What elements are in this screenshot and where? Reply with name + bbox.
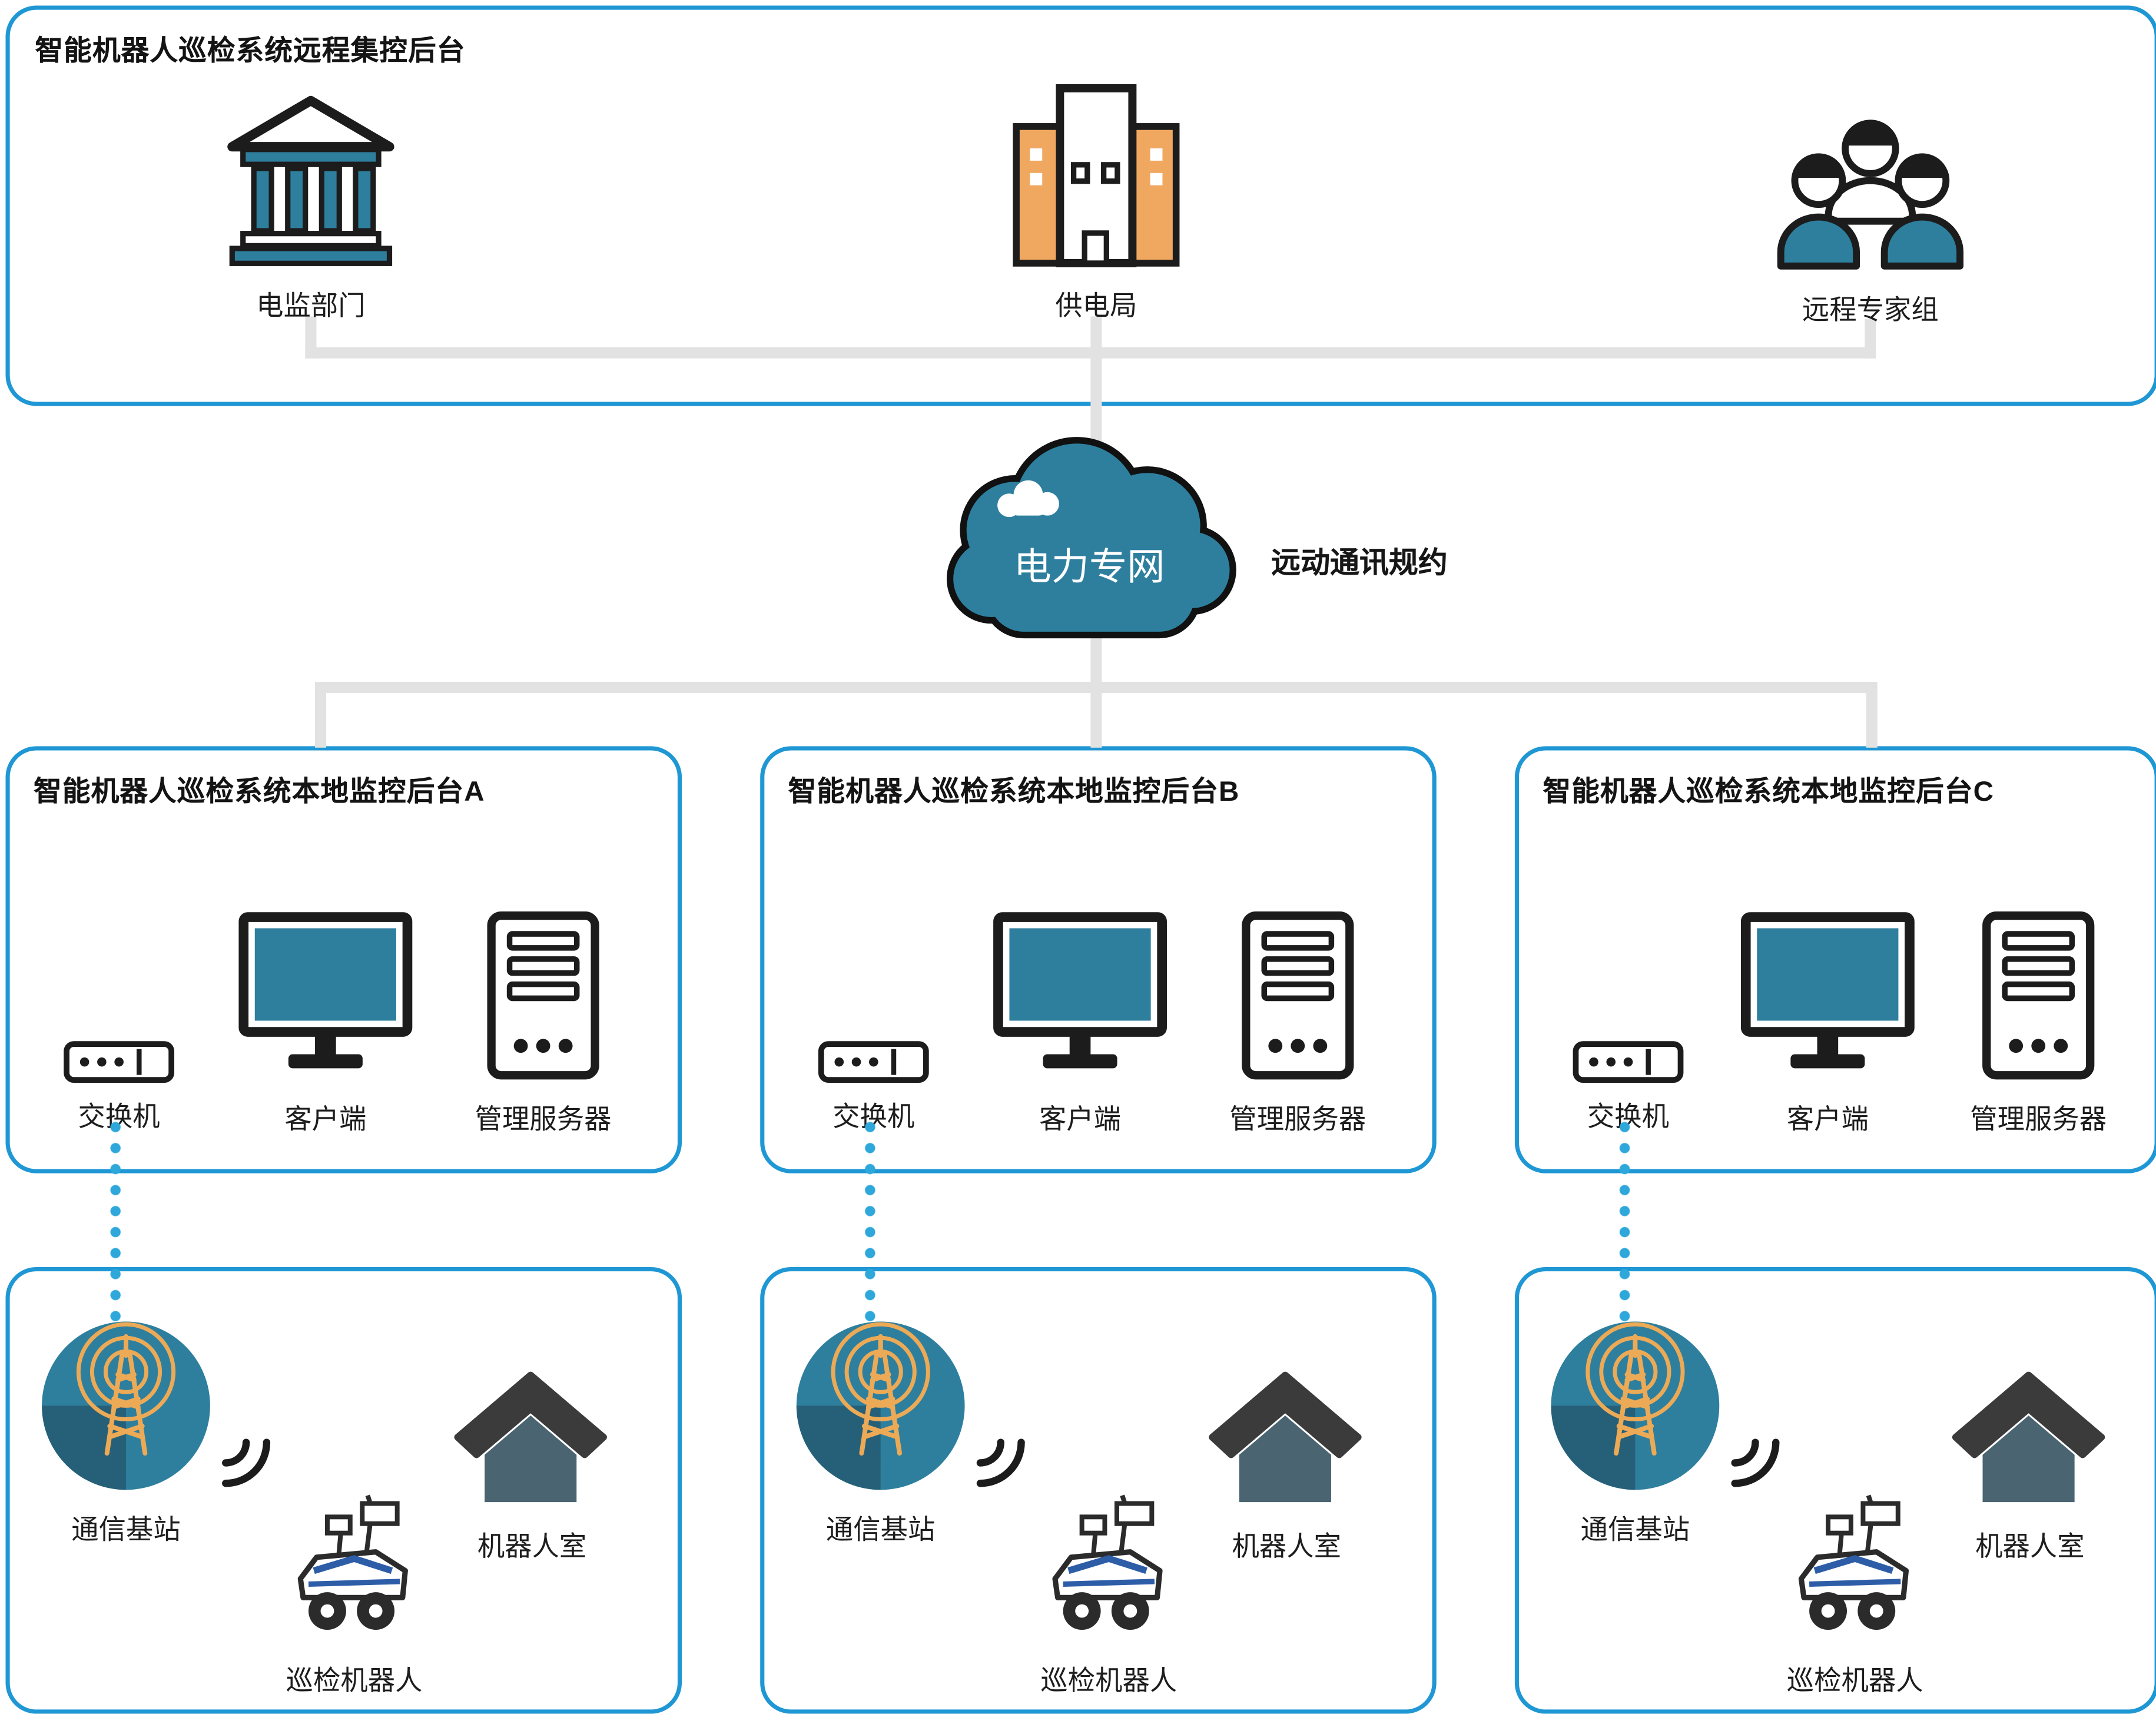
connector-bottom-bus: [315, 682, 1878, 694]
switch-icon: [1572, 1040, 1684, 1084]
protocol-label: 远动通讯规约: [1271, 547, 1448, 580]
field-site-panel-c: 通信基站 巡检机器人 机器人室: [1514, 1267, 2156, 1714]
power-bureau-building-icon: [1011, 80, 1182, 272]
power-bureau-label: 供电局: [1055, 291, 1137, 322]
inspection-robot-icon: [287, 1493, 421, 1638]
base-station-icon: [792, 1318, 969, 1494]
local-backend-panel-c: 智能机器人巡检系统本地监控后台C 交换机 客户端 管理服务器: [1514, 746, 2156, 1173]
local-backend-title: 智能机器人巡检系统本地监控后台C: [1543, 777, 1995, 808]
local-backend-panel-a: 智能机器人巡检系统本地监控后台A 交换机 客户端 管理服务器: [5, 746, 682, 1173]
base-station-icon: [1547, 1318, 1724, 1494]
expert-group-icon: [1772, 104, 1968, 274]
local-backend-panel-b: 智能机器人巡检系统本地监控后台B 交换机 客户端 管理服务器: [760, 746, 1437, 1173]
bank-icon: [224, 92, 397, 271]
base-station-label: 通信基站: [825, 1514, 936, 1546]
server-label: 管理服务器: [1229, 1105, 1366, 1136]
remote-backend-title: 智能机器人巡检系统远程集控后台: [35, 36, 466, 68]
regulator-label: 电监部门: [256, 291, 366, 322]
robot-label: 巡检机器人: [1786, 1666, 1923, 1698]
wifi-signal-icon: [220, 1437, 284, 1501]
client-monitor-icon: [1740, 911, 1915, 1077]
wireless-link-a: [109, 1120, 122, 1328]
robot-room-icon: [452, 1370, 609, 1506]
robot-label: 巡检机器人: [286, 1666, 423, 1698]
connector-drop-backend-a: [315, 686, 327, 748]
server-label: 管理服务器: [475, 1105, 612, 1136]
robot-room-label: 机器人室: [1975, 1531, 2085, 1563]
local-backend-title: 智能机器人巡检系统本地监控后台B: [788, 777, 1240, 808]
robot-room-label: 机器人室: [1232, 1531, 1342, 1563]
client-monitor-icon: [238, 911, 413, 1077]
switch-icon: [63, 1040, 175, 1084]
wifi-signal-icon: [974, 1437, 1039, 1501]
field-site-panel-b: 通信基站 巡检机器人 机器人室: [760, 1267, 1437, 1714]
client-label: 客户端: [1786, 1105, 1869, 1136]
connector-drop-backend-c: [1866, 686, 1878, 748]
expert-group-label: 远程专家组: [1802, 295, 1939, 327]
client-label: 客户端: [284, 1105, 367, 1136]
local-backend-title: 智能机器人巡检系统本地监控后台A: [34, 777, 485, 808]
connector-top-bus: [305, 347, 1876, 359]
management-server-icon: [486, 910, 601, 1081]
inspection-robot-icon: [1041, 1493, 1176, 1638]
switch-icon: [818, 1040, 930, 1084]
inspection-robot-icon: [1788, 1493, 1922, 1638]
client-label: 客户端: [1039, 1105, 1122, 1136]
connector-bureau-to-cloud: [1090, 316, 1102, 446]
base-station-label: 通信基站: [71, 1514, 181, 1546]
base-station-label: 通信基站: [1580, 1514, 1690, 1546]
cloud-label: 电力专网: [1013, 546, 1165, 588]
management-server-icon: [1981, 910, 2096, 1081]
wireless-link-c: [1618, 1120, 1631, 1328]
robot-room-icon: [1950, 1370, 2107, 1506]
wireless-link-b: [864, 1120, 877, 1328]
field-site-panel-a: 通信基站 巡检机器人 机器人室: [5, 1267, 682, 1714]
client-monitor-icon: [993, 911, 1167, 1077]
server-label: 管理服务器: [1970, 1105, 2107, 1136]
base-station-icon: [38, 1318, 214, 1494]
robot-room-label: 机器人室: [477, 1531, 587, 1563]
management-server-icon: [1240, 910, 1355, 1081]
robot-label: 巡检机器人: [1040, 1666, 1177, 1698]
wifi-signal-icon: [1729, 1437, 1793, 1501]
robot-room-icon: [1207, 1370, 1364, 1506]
